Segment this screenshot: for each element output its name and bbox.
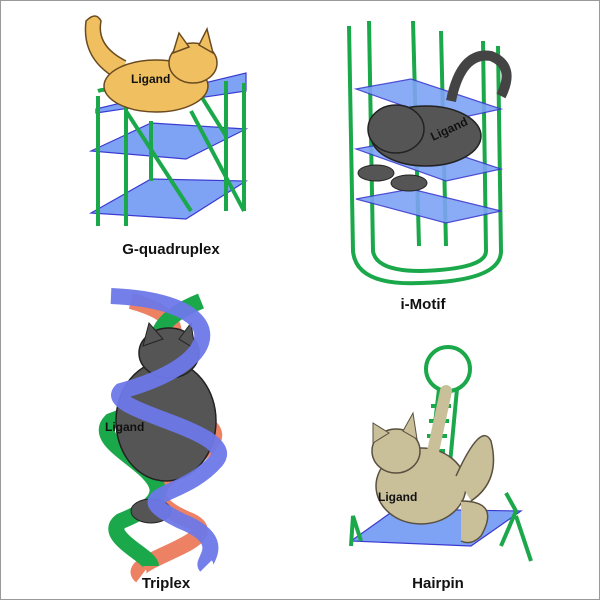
hairpin-panel: Ligand Hairpin <box>349 345 533 592</box>
g-quadruplex-panel: Ligand G-quadruplex <box>84 15 249 258</box>
i-motif-title: i-Motif <box>401 296 447 313</box>
i-motif-panel: Ligand i-Motif <box>347 20 512 313</box>
tan-cat: Ligand <box>371 385 495 544</box>
triplex-panel: Ligand Triplex <box>98 288 227 592</box>
hairpin-title: Hairpin <box>412 575 464 592</box>
orange-cat: Ligand <box>84 15 218 113</box>
triplex-ribbon-blue <box>110 288 227 572</box>
triplex-title: Triplex <box>142 575 191 592</box>
ligand-label: Ligand <box>105 420 144 434</box>
ligand-label: Ligand <box>131 72 170 86</box>
ligand-label: Ligand <box>378 490 417 504</box>
g-quadruplex-strands <box>96 81 246 226</box>
gray-cat: Ligand <box>357 50 512 192</box>
g-quadruplex-title: G-quadruplex <box>122 241 220 258</box>
